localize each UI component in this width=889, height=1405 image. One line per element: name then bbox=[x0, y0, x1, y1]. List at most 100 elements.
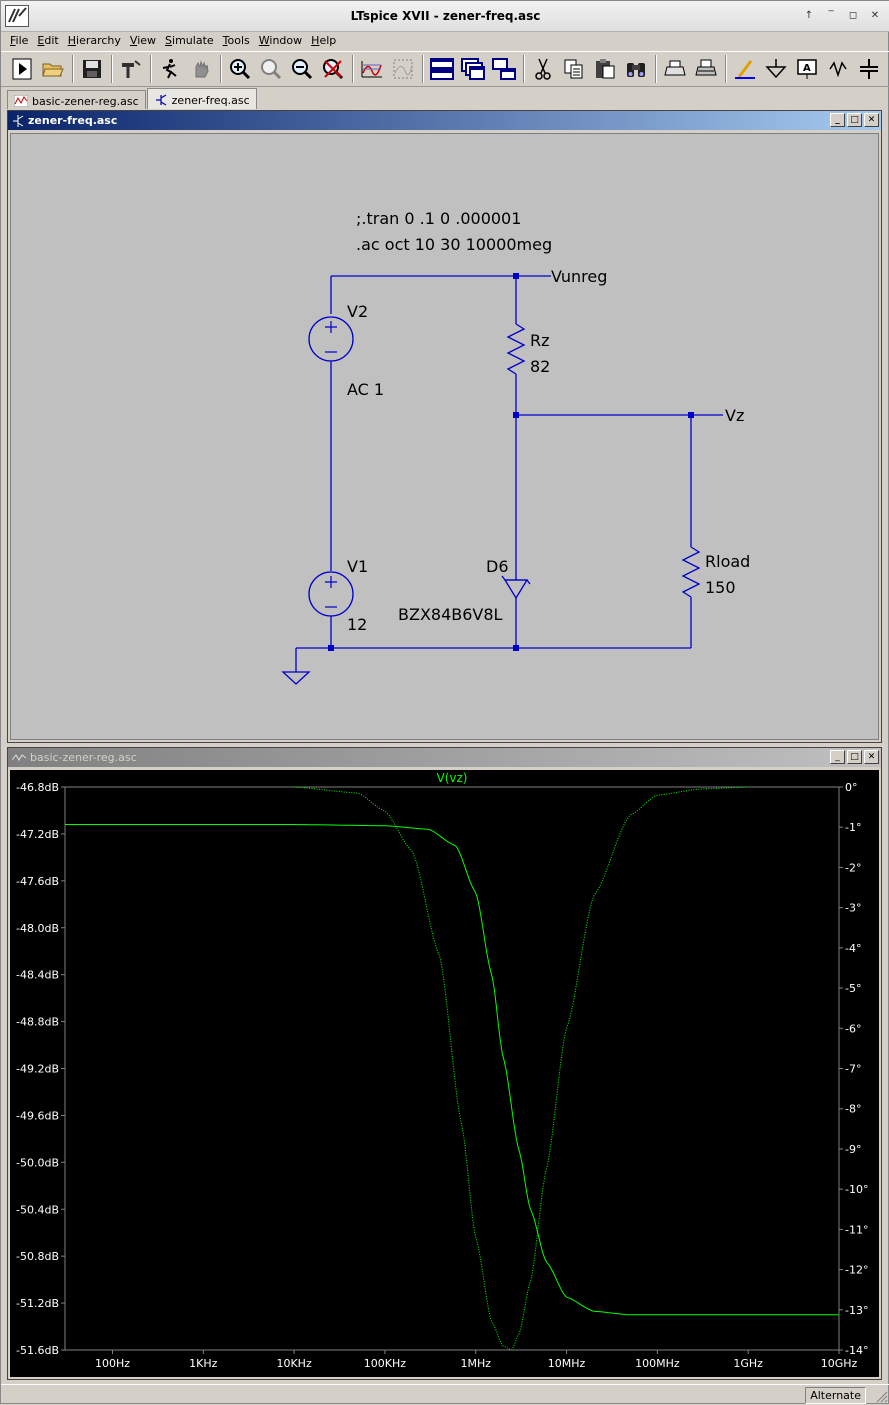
y-left-tick-label: -50.4dB bbox=[16, 1203, 59, 1216]
menu-file[interactable]: File bbox=[10, 34, 29, 47]
schematic-window-titlebar[interactable]: zener-freq.asc _ □ ✕ bbox=[8, 111, 881, 130]
rz-name[interactable]: Rz bbox=[530, 331, 550, 350]
keep-above-button[interactable]: ↑ bbox=[804, 10, 814, 21]
find-icon[interactable] bbox=[621, 54, 651, 84]
paste-icon[interactable] bbox=[590, 54, 620, 84]
save-icon[interactable] bbox=[77, 54, 107, 84]
ltspice-logo bbox=[5, 5, 29, 27]
mdi-close-button[interactable]: ✕ bbox=[864, 750, 879, 764]
schematic-canvas[interactable]: ;.tran 0 .1 0 .000001 .ac oct 10 30 1000… bbox=[10, 133, 879, 740]
close-button[interactable]: ✕ bbox=[870, 10, 880, 21]
directive-ac[interactable]: .ac oct 10 30 10000meg bbox=[356, 235, 552, 254]
y-left-tick-label: -47.2dB bbox=[16, 828, 59, 841]
y-left-tick-label: -50.0dB bbox=[16, 1156, 59, 1169]
rz-value[interactable]: 82 bbox=[530, 357, 550, 376]
rload-name[interactable]: Rload bbox=[705, 552, 750, 571]
v2-value[interactable]: AC 1 bbox=[347, 380, 384, 399]
tile-horizontal-icon[interactable] bbox=[427, 54, 457, 84]
fit-plot-icon[interactable] bbox=[388, 54, 418, 84]
y-right-tick-label: -11° bbox=[845, 1223, 868, 1236]
mdi-close-button[interactable]: ✕ bbox=[864, 113, 879, 127]
net-label-vunreg[interactable]: Vunreg bbox=[551, 267, 607, 286]
menu-view[interactable]: View bbox=[129, 34, 157, 47]
menu-simulate[interactable]: Simulate bbox=[165, 34, 214, 47]
status-bar: Alternate bbox=[1, 1384, 889, 1405]
pan-icon[interactable] bbox=[186, 54, 216, 84]
control-panel-icon[interactable] bbox=[116, 54, 146, 84]
menu-window[interactable]: Window bbox=[258, 34, 303, 47]
print-preview-icon[interactable] bbox=[660, 54, 690, 84]
v1-name[interactable]: V1 bbox=[347, 557, 368, 576]
x-tick-label: 1KHz bbox=[189, 1357, 217, 1370]
mdi-minimize-button[interactable]: _ bbox=[830, 113, 845, 127]
halt-icon[interactable] bbox=[155, 54, 185, 84]
zoom-in-icon[interactable] bbox=[225, 54, 255, 84]
waveform-chart[interactable]: V(vz)-46.8dB-47.2dB-47.6dB-48.0dB-48.4dB… bbox=[10, 770, 881, 1377]
zoom-area-icon[interactable] bbox=[256, 54, 286, 84]
trace-vz-phase[interactable] bbox=[294, 786, 749, 1351]
rload-value[interactable]: 150 bbox=[705, 578, 736, 597]
toolbar-separator bbox=[220, 55, 222, 83]
x-tick-label: 1GHz bbox=[733, 1357, 763, 1370]
y-right-tick-label: -2° bbox=[845, 861, 861, 874]
waveform-window-titlebar[interactable]: basic-zener-reg.asc _ □ ✕ bbox=[8, 748, 881, 767]
v2-name[interactable]: V2 bbox=[347, 302, 368, 321]
junction-dot bbox=[513, 412, 519, 418]
menu-help[interactable]: Help bbox=[311, 34, 337, 47]
copy-icon[interactable] bbox=[559, 54, 589, 84]
d6-value[interactable]: BZX84B6V8L bbox=[398, 605, 503, 624]
cut-icon[interactable] bbox=[528, 54, 558, 84]
schematic-drawing[interactable]: ;.tran 0 .1 0 .000001 .ac oct 10 30 1000… bbox=[11, 134, 878, 741]
wire-icon[interactable] bbox=[730, 54, 760, 84]
junction-dot bbox=[513, 645, 519, 651]
y-right-tick-label: -4° bbox=[845, 942, 861, 955]
tab-basic-zener-reg[interactable]: basic-zener-reg.asc bbox=[7, 90, 146, 109]
y-left-tick-label: -50.8dB bbox=[16, 1250, 59, 1263]
ground-symbol[interactable] bbox=[281, 671, 311, 685]
resistor-rz[interactable] bbox=[506, 323, 526, 375]
cascade-icon[interactable] bbox=[458, 54, 488, 84]
net-label-vz[interactable]: Vz bbox=[725, 406, 744, 425]
v1-value[interactable]: 12 bbox=[347, 615, 367, 634]
label-net-icon[interactable]: A bbox=[792, 54, 822, 84]
y-left-tick-label: -48.4dB bbox=[16, 969, 59, 982]
y-right-tick-label: -7° bbox=[845, 1063, 861, 1076]
y-right-tick-label: -5° bbox=[845, 982, 861, 995]
x-tick-label: 10GHz bbox=[821, 1357, 858, 1370]
mdi-minimize-button[interactable]: _ bbox=[830, 750, 845, 764]
tab-zener-freq[interactable]: zener-freq.asc bbox=[146, 88, 257, 109]
minimize-button[interactable]: ‾ bbox=[828, 10, 834, 21]
zener-diode-d6[interactable] bbox=[503, 579, 529, 600]
toolbar-separator bbox=[72, 55, 74, 83]
mdi-maximize-button[interactable]: □ bbox=[847, 750, 862, 764]
directive-tran[interactable]: ;.tran 0 .1 0 .000001 bbox=[356, 209, 521, 228]
toolbar: A bbox=[1, 51, 889, 87]
open-icon[interactable] bbox=[38, 54, 68, 84]
capacitor-icon[interactable] bbox=[854, 54, 884, 84]
menu-edit[interactable]: Edit bbox=[37, 34, 59, 47]
x-tick-label: 10MHz bbox=[548, 1357, 586, 1370]
component-icon[interactable] bbox=[823, 54, 853, 84]
maximize-button[interactable]: ◻ bbox=[848, 10, 858, 21]
tile-vertical-icon[interactable] bbox=[489, 54, 519, 84]
zoom-fit-icon[interactable] bbox=[318, 54, 348, 84]
junction-dot bbox=[513, 273, 519, 279]
ground-icon[interactable] bbox=[761, 54, 791, 84]
zoom-out-icon[interactable] bbox=[287, 54, 317, 84]
waveform-plot-area[interactable]: V(vz)-46.8dB-47.2dB-47.6dB-48.0dB-48.4dB… bbox=[10, 770, 879, 1377]
d6-name[interactable]: D6 bbox=[486, 557, 509, 576]
toolbar-separator bbox=[523, 55, 525, 83]
resize-grip-icon[interactable] bbox=[874, 1389, 888, 1403]
trace-vz-magnitude[interactable] bbox=[65, 824, 839, 1316]
resistor-rload[interactable] bbox=[681, 546, 701, 598]
y-right-tick-label: -3° bbox=[845, 902, 861, 915]
mdi-maximize-button[interactable]: □ bbox=[847, 113, 862, 127]
menu-hierarchy[interactable]: Hierarchy bbox=[67, 34, 121, 47]
menu-tools[interactable]: Tools bbox=[222, 34, 250, 47]
trace-label-vz[interactable]: V(vz) bbox=[437, 771, 468, 785]
x-tick-label: 100KHz bbox=[364, 1357, 406, 1370]
tab-label: basic-zener-reg.asc bbox=[32, 94, 139, 108]
print-icon[interactable] bbox=[691, 54, 721, 84]
run-icon[interactable] bbox=[7, 54, 37, 84]
autorange-icon[interactable] bbox=[357, 54, 387, 84]
